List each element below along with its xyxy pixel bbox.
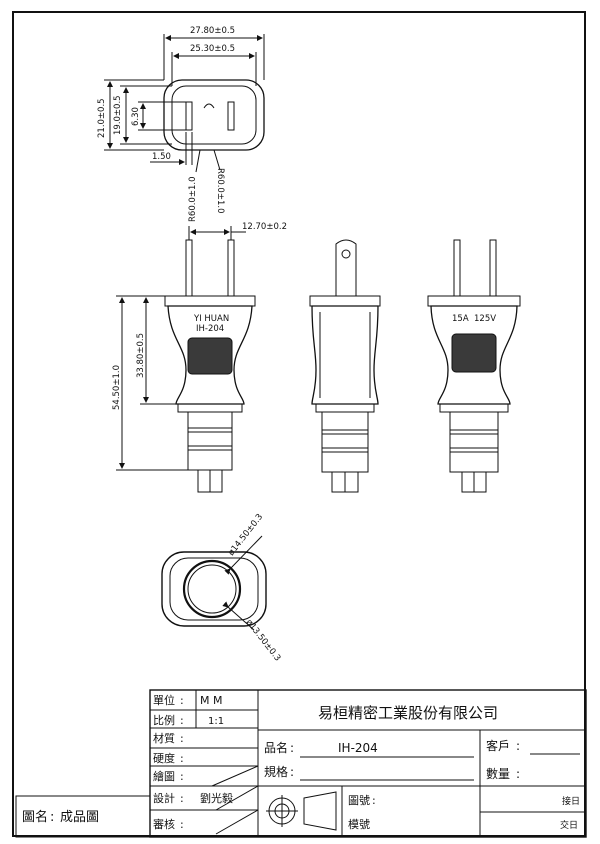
top-view-blade-left <box>185 101 193 131</box>
top-view-inner-outline <box>171 85 257 145</box>
top-view-labels: 27.80±0.5 25.30±0.5 21.0±0.5 19.0±0.5 6.… <box>97 26 235 222</box>
top-view <box>104 34 265 173</box>
svg-text::: : <box>180 694 184 707</box>
check-label: 審核 <box>153 817 175 831</box>
design-label: 設計 <box>153 791 175 805</box>
dim-height-outer: 21.0±0.5 <box>97 98 107 138</box>
design-value: 劉光毅 <box>200 791 233 805</box>
drawing-name-box <box>15 795 151 838</box>
received-label: 接日 <box>562 795 580 807</box>
rating-current: 15A <box>452 314 469 324</box>
svg-text::: : <box>516 767 520 781</box>
bottom-view-labels: ø14.50±0.3 ø13.50±0.3 <box>226 512 282 663</box>
mark-model: IH-204 <box>196 324 224 334</box>
top-view-notch <box>203 103 215 109</box>
spec-label: 規格 <box>264 764 288 779</box>
side-blade-hole <box>341 249 351 259</box>
svg-text::: : <box>372 794 376 807</box>
bottom-inner-circle <box>187 564 237 614</box>
drawing-name-value: 成品圖 <box>60 810 99 825</box>
svg-text::: : <box>180 792 184 805</box>
unit-value: M M <box>200 694 222 707</box>
front-grip-pad <box>187 337 233 375</box>
side-collar <box>315 403 375 413</box>
company-name: 易桓精密工業股份有限公司 <box>318 704 498 722</box>
front-strain-relief <box>187 412 233 471</box>
rear-blade-left <box>453 239 461 297</box>
drawing-name-label: 圖名 <box>22 809 48 825</box>
drawing-no-label: 圖號 <box>348 794 370 807</box>
customer-label: 客戶 <box>486 738 510 753</box>
svg-text::: : <box>290 741 294 755</box>
front-body <box>167 305 253 405</box>
svg-text::: : <box>50 810 54 825</box>
rear-collar <box>439 403 509 413</box>
drawn-label: 繪圖 <box>153 769 175 783</box>
front-blade-right <box>227 239 235 297</box>
front-view <box>116 226 256 493</box>
dim-blade-thickness: 1.50 <box>152 152 171 162</box>
side-blade <box>335 239 357 296</box>
dim-body-height: 33.80±0.5 <box>136 333 146 378</box>
rating-voltage: 125V <box>474 314 496 324</box>
dim-radius-left: R60.0±1.0 <box>188 177 198 222</box>
front-view-labels: 12.70±0.2 54.50±1.0 33.80±0.5 YI HUAN IH… <box>112 222 287 410</box>
hardness-label: 硬度 <box>153 751 175 765</box>
front-face <box>164 295 256 307</box>
mold-no-label: 模號 <box>348 818 370 831</box>
rear-view-labels: 15A 125V <box>452 314 496 324</box>
dim-outer-diameter: ø14.50±0.3 <box>226 512 265 558</box>
front-blade-left <box>185 239 193 297</box>
scale-value: 1:1 <box>208 716 224 727</box>
dim-height-inner: 19.0±0.5 <box>113 95 123 135</box>
quantity-label: 數量 <box>486 767 510 781</box>
bottom-outer-circle <box>182 559 242 619</box>
svg-text::: : <box>180 770 184 783</box>
rear-view <box>427 239 521 493</box>
dim-blade-height: 6.30 <box>131 107 141 126</box>
svg-text::: : <box>180 752 184 765</box>
side-view <box>309 239 381 493</box>
rear-strain-relief <box>449 412 499 473</box>
projection-cone <box>303 791 337 831</box>
dim-width-inner: 25.30±0.5 <box>190 44 235 54</box>
rear-body <box>430 305 518 405</box>
bottom-view <box>161 535 267 631</box>
side-body <box>311 305 379 405</box>
dim-inner-diameter: ø13.50±0.3 <box>244 618 283 664</box>
top-view-outer-outline <box>163 79 265 151</box>
part-name-value: IH-204 <box>338 741 378 755</box>
svg-text::: : <box>516 739 520 753</box>
side-face <box>309 295 381 307</box>
bottom-outer-outline <box>161 551 267 627</box>
side-strain-relief <box>321 412 369 473</box>
dim-blade-spacing: 12.70±0.2 <box>242 222 287 232</box>
dim-total-height: 54.50±1.0 <box>112 365 122 410</box>
title-block-text: 單位 : M M 比例 : 1:1 材質 : 硬度 : 繪圖 : 設計 : 劉光… <box>22 693 580 831</box>
mark-brand: YI HUAN <box>193 314 229 324</box>
title-block <box>15 689 587 838</box>
material-label: 材質 <box>153 731 175 745</box>
delivery-label: 交日 <box>560 819 578 831</box>
rear-face <box>427 295 521 307</box>
rear-grip-pad <box>451 333 497 373</box>
part-name-label: 品名 <box>264 740 288 755</box>
svg-text::: : <box>180 714 184 727</box>
rear-blade-right <box>489 239 497 297</box>
scale-label: 比例 <box>153 713 175 727</box>
svg-text::: : <box>180 732 184 745</box>
svg-text::: : <box>290 765 294 779</box>
front-collar <box>177 403 243 413</box>
top-view-blade-right <box>227 101 235 131</box>
unit-label: 單位 <box>153 693 175 707</box>
svg-text::: : <box>180 818 184 831</box>
bottom-inner-outline <box>169 557 259 621</box>
dim-width-outer: 27.80±0.5 <box>190 26 235 36</box>
dim-radius-right: R60.0±1.0 <box>215 168 225 213</box>
